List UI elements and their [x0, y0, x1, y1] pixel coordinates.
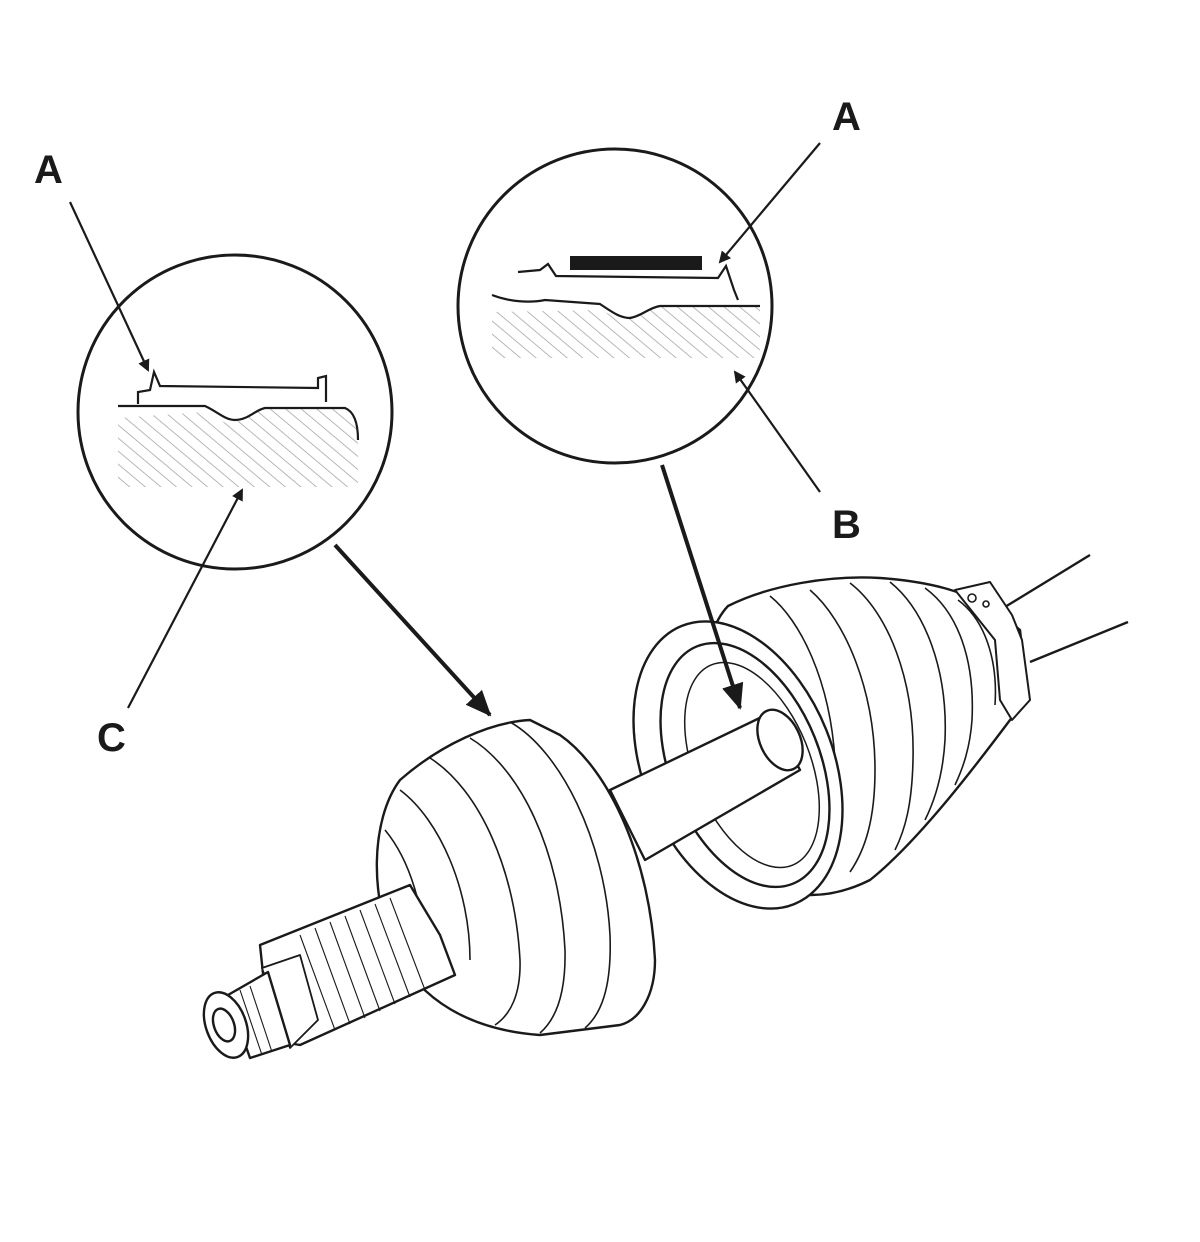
callout-label-b: B	[832, 503, 861, 547]
splined-stub	[202, 883, 457, 1060]
pointer-to-inner-boot	[660, 464, 744, 710]
detail-circle-inner-boot	[456, 147, 774, 465]
leader-a-left	[69, 201, 150, 372]
callout-label-a-left: A	[34, 148, 63, 192]
leader-c	[127, 488, 243, 709]
callout-label-a-right: A	[832, 95, 861, 139]
callout-label-c: C	[97, 716, 126, 760]
pointer-to-outer-boot	[333, 543, 492, 717]
leader-a-right	[718, 142, 821, 264]
leader-b	[733, 370, 821, 493]
shaft-right-end	[999, 553, 1129, 664]
driveshaft-assembly	[202, 553, 1129, 1060]
detail-circle-outer-boot	[76, 253, 394, 571]
detail-pointer-arrows	[333, 464, 744, 717]
shaft-middle	[608, 708, 804, 862]
leader-lines	[69, 142, 821, 709]
